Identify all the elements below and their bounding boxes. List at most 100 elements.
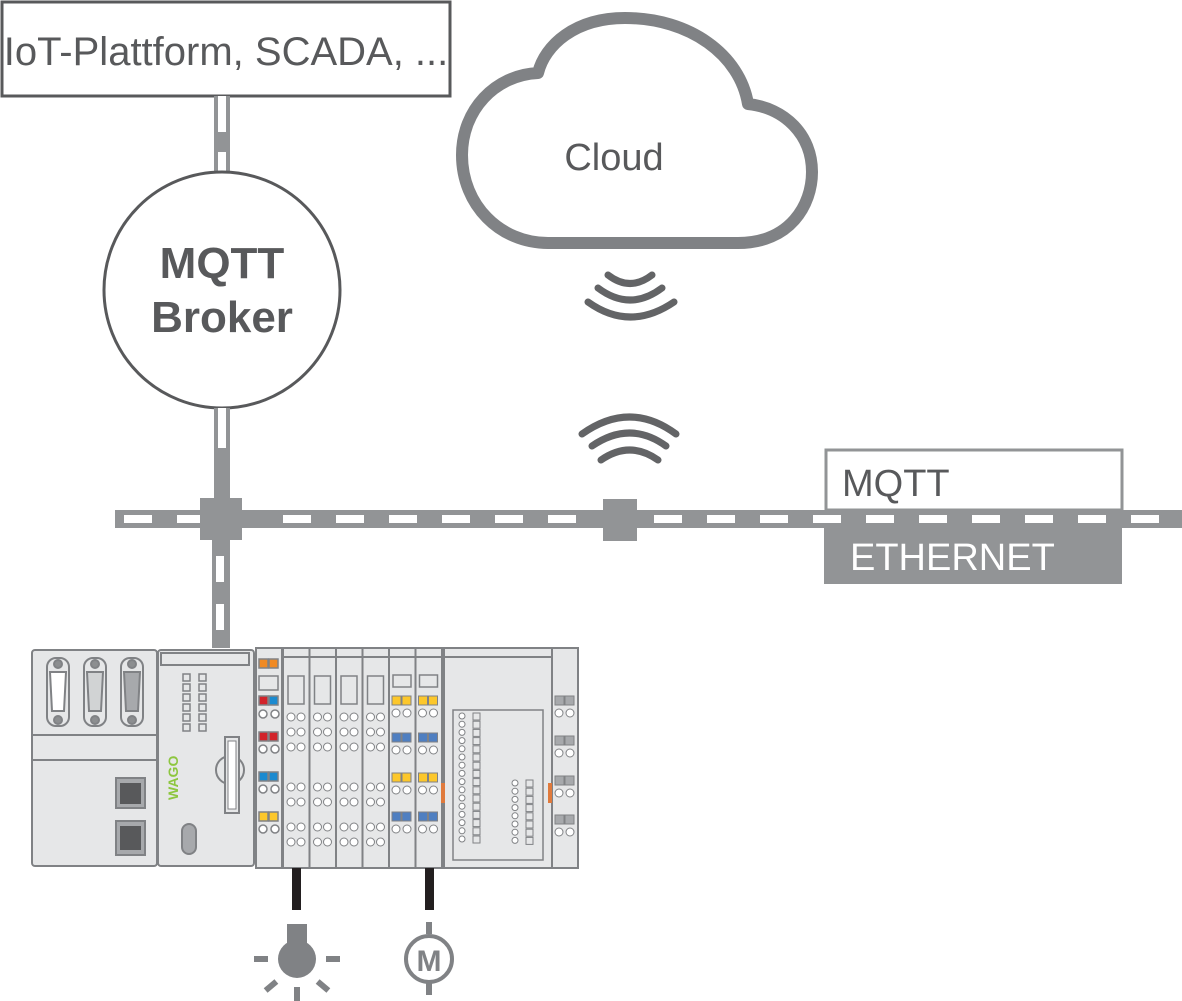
cloud-label: Cloud (564, 137, 663, 179)
terminal (313, 822, 322, 832)
terminal (339, 727, 349, 737)
terminal (391, 785, 401, 795)
led (511, 787, 519, 795)
terminal (296, 782, 306, 792)
terminal (286, 822, 296, 832)
led (458, 720, 466, 728)
terminal (323, 797, 332, 807)
terminal (313, 837, 322, 847)
led-square (472, 712, 481, 721)
led (458, 737, 466, 745)
indicator (564, 695, 575, 706)
led-square (472, 835, 481, 844)
io-indicator (391, 732, 402, 743)
ethernet-port-2-icon (115, 820, 146, 856)
led-square (472, 778, 481, 787)
bus-dash (442, 515, 470, 523)
indicator (554, 695, 565, 706)
terminal (376, 742, 385, 752)
terminal (565, 827, 575, 837)
io-indicator (401, 811, 412, 822)
led-square (472, 802, 481, 811)
terminal (402, 708, 412, 718)
terminal (391, 745, 401, 755)
bus-dash (1025, 515, 1053, 523)
bus-dash (654, 515, 682, 523)
bus-dash (707, 515, 735, 523)
indicator (564, 775, 575, 786)
ps-indicator (268, 695, 279, 706)
terminal (313, 782, 322, 792)
terminal (565, 788, 575, 798)
led (458, 761, 466, 769)
status-led (182, 723, 191, 732)
terminal (349, 822, 359, 832)
cable-lamp (292, 868, 301, 910)
bus-dash (495, 515, 523, 523)
cloud-node: Cloud (456, 12, 818, 249)
indicator (564, 814, 575, 825)
mode-switch (181, 823, 197, 855)
led (511, 779, 519, 787)
status-leds (182, 673, 207, 732)
terminal (349, 797, 359, 807)
serial-port-3-icon (120, 657, 144, 727)
led-square (472, 827, 481, 836)
io-indicator (418, 732, 428, 743)
terminal (270, 824, 280, 834)
led-square (472, 753, 481, 762)
terminal (391, 708, 401, 718)
status-led (198, 673, 207, 682)
status-led (198, 703, 207, 712)
ps-indicator (268, 771, 279, 782)
bus-dash (1078, 515, 1106, 523)
terminal (313, 727, 322, 737)
terminal (296, 742, 306, 752)
terminal (554, 748, 564, 758)
ps-indicator (258, 771, 269, 782)
led-square (525, 779, 534, 788)
bus-junction-wireless (603, 499, 637, 541)
wireless-signal-cloud-icon (584, 271, 678, 321)
terminal (349, 712, 359, 722)
terminal (286, 712, 296, 722)
terminal (339, 742, 349, 752)
terminal (349, 727, 359, 737)
terminal (323, 727, 332, 737)
terminal (313, 742, 322, 752)
ethernet-protocol-box: ETHERNET (824, 520, 1122, 584)
io-indicator (418, 811, 428, 822)
wireless-signal-bus-icon (578, 413, 680, 464)
terminal (376, 782, 385, 792)
terminal (366, 837, 375, 847)
terminal (258, 744, 268, 754)
io-indicator (401, 772, 412, 783)
led (511, 836, 519, 844)
terminal (565, 748, 575, 758)
terminal (429, 824, 438, 834)
terminal (376, 727, 385, 737)
io-indicator (428, 811, 438, 822)
io-indicator (391, 695, 402, 706)
bus-dash (972, 515, 1000, 523)
bus-dash (548, 515, 576, 523)
led-square (472, 810, 481, 819)
terminal (429, 708, 438, 718)
bus-dash (919, 515, 947, 523)
bus-dash (283, 515, 311, 523)
led (458, 802, 466, 810)
wago-controller: WAGO (31, 647, 579, 869)
led (458, 753, 466, 761)
serial-port-2-icon (83, 657, 107, 727)
indicator (564, 735, 575, 746)
broker-label-line1: MQTT (160, 239, 285, 288)
bus-dash (389, 515, 417, 523)
io-label-window (340, 675, 358, 705)
led (458, 819, 466, 827)
led-square (472, 737, 481, 746)
io-indicator (401, 732, 412, 743)
io-indicator (428, 772, 438, 783)
led (511, 804, 519, 812)
io-indicator (418, 695, 428, 706)
ps-indicator (258, 658, 269, 669)
